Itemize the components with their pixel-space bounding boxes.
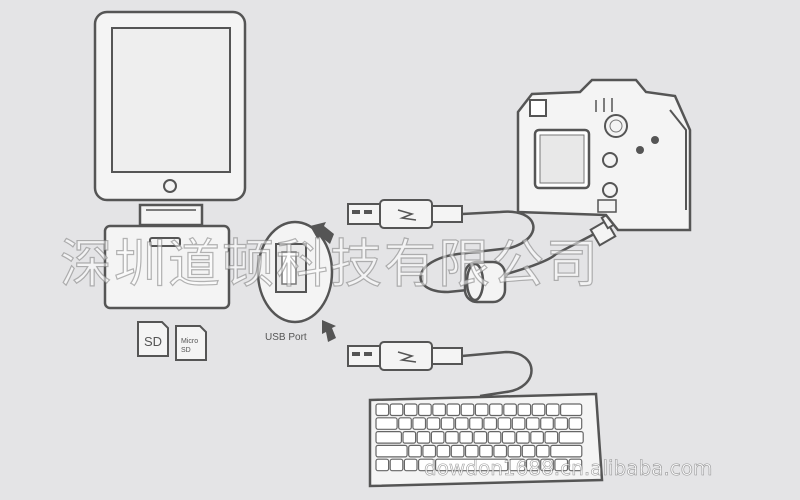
keyboard-key — [454, 417, 469, 430]
keyboard-key — [487, 431, 502, 444]
keyboard-key — [568, 458, 583, 472]
micro-sd-label-line1: Micro — [181, 338, 198, 345]
keyboard-key — [402, 431, 417, 444]
keyboard-key — [525, 417, 540, 430]
tablet-icon — [93, 10, 247, 202]
keyboard-key — [474, 403, 489, 417]
camera-cable — [419, 210, 599, 294]
micro-sd-card-icon: Micro SD — [175, 325, 207, 361]
keyboard-key — [489, 403, 503, 417]
keyboard-key — [511, 417, 526, 430]
keyboard-key — [445, 431, 459, 444]
keyboard-key — [403, 403, 418, 417]
keyboard-key — [432, 403, 446, 417]
keyboard-key — [507, 444, 522, 458]
sd-card-icon: SD — [137, 321, 169, 357]
keyboard-key — [540, 417, 554, 430]
keyboard-key — [535, 444, 550, 458]
keyboard-key — [540, 458, 554, 472]
keyboard-key — [446, 403, 461, 417]
keyboard-icon — [368, 392, 604, 488]
keyboard-key — [375, 417, 398, 430]
keyboard-key — [418, 458, 435, 472]
keyboard-key — [408, 444, 422, 458]
keyboard-key — [435, 458, 509, 472]
keyboard-key — [545, 403, 560, 417]
arrow-icon — [310, 222, 336, 342]
keyboard-key — [483, 417, 498, 430]
company-watermark: 深圳道顿科技有限公司 — [59, 234, 601, 295]
ferrite-core — [463, 260, 507, 304]
keyboard-key — [469, 417, 483, 430]
keyboard-key — [412, 417, 427, 430]
keyboard-key — [375, 431, 402, 444]
keyboard-key — [464, 444, 479, 458]
usb-port: USB Port — [256, 220, 334, 343]
keyboard-key — [530, 431, 544, 444]
keyboard-key — [416, 431, 431, 444]
keyboard-key — [568, 417, 583, 430]
keyboard-key — [398, 417, 412, 430]
keyboard-key — [550, 444, 583, 458]
keyboard-key — [503, 403, 517, 417]
keyboard-key — [440, 417, 455, 430]
keyboard-key — [375, 403, 390, 417]
keyboard-key — [459, 431, 473, 444]
keyboard-key — [426, 417, 441, 430]
keyboard-key — [517, 403, 532, 417]
keyboard-key — [558, 431, 584, 444]
keyboard-key — [375, 458, 390, 472]
usb-connector-icon — [347, 341, 463, 371]
keyboard-key — [403, 458, 418, 472]
keyboard-key — [531, 403, 546, 417]
url-watermark: dowdon1688.cn.alibaba.com — [424, 456, 713, 481]
keyboard-key — [515, 431, 530, 444]
keyboard-key — [497, 417, 512, 430]
keyboard-key — [473, 431, 488, 444]
micro-sd-label-line2: SD — [181, 347, 191, 354]
keyboard-key — [559, 403, 583, 417]
keyboard-key — [436, 444, 451, 458]
keyboard-key — [389, 403, 404, 417]
keyboard-key — [422, 444, 437, 458]
keyboard-key — [493, 444, 508, 458]
keyboard-key — [554, 458, 569, 472]
card-reader-adapter — [103, 203, 231, 310]
keyboard-cable — [461, 350, 533, 398]
keyboard-key — [430, 431, 445, 444]
keyboard-key — [479, 444, 493, 458]
keyboard-key — [418, 403, 432, 417]
keyboard-key — [501, 431, 516, 444]
usb-port-label: USB Port — [265, 332, 307, 343]
keyboard-key — [375, 444, 408, 458]
keyboard-key — [450, 444, 465, 458]
keyboard-key — [389, 458, 404, 472]
sd-card-label: SD — [144, 334, 162, 349]
keyboard-key — [508, 458, 526, 472]
keyboard-key — [460, 403, 475, 417]
camera-icon — [516, 78, 692, 232]
usb-connector-icon — [347, 199, 463, 229]
keyboard-key — [544, 431, 559, 444]
keyboard-key — [525, 458, 540, 472]
keyboard-key — [554, 417, 569, 430]
keyboard-key — [521, 444, 536, 458]
